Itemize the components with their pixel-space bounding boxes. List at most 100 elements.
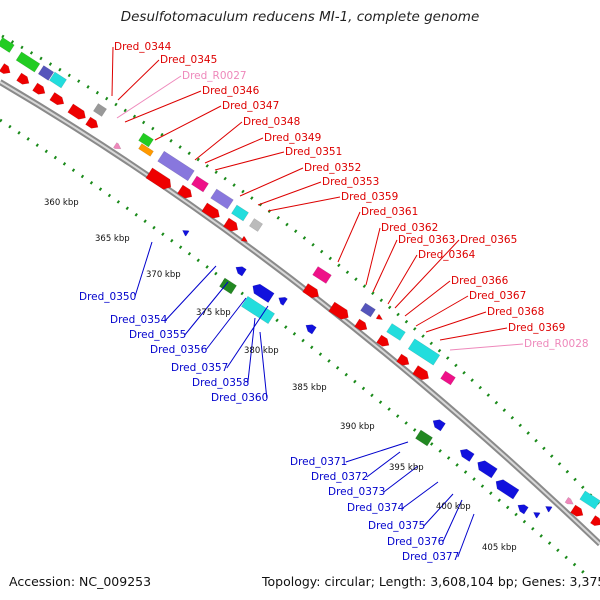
gene-arrow[interactable]: [210, 188, 234, 210]
gene-feature[interactable]: [191, 175, 209, 193]
reverse-gene-label[interactable]: Dred_0374: [347, 502, 405, 514]
gene-arrow[interactable]: [354, 318, 370, 333]
forward-gene-label[interactable]: Dred_0359: [341, 191, 398, 203]
gene-feature[interactable]: [312, 266, 332, 284]
forward-gene-label[interactable]: Dred_0363: [398, 234, 455, 246]
gene-feature[interactable]: [328, 301, 352, 322]
gene-feature[interactable]: [0, 63, 13, 77]
gene-feature[interactable]: [440, 370, 456, 386]
forward-gene-label[interactable]: Dred_0352: [304, 162, 361, 174]
forward-gene-label[interactable]: Dred_0345: [160, 54, 217, 66]
gene-arrow[interactable]: [250, 281, 275, 303]
gene-arrow[interactable]: [302, 283, 322, 300]
gene-arrow[interactable]: [407, 338, 441, 366]
gene-arrow[interactable]: [240, 235, 249, 243]
forward-gene-label[interactable]: Dred_0361: [361, 206, 418, 218]
gene-feature[interactable]: [177, 184, 194, 201]
gene-arrow[interactable]: [145, 167, 174, 192]
gene-feature[interactable]: [49, 71, 67, 89]
forward-gene-label[interactable]: Dred_0368: [487, 306, 544, 318]
gene-arrow[interactable]: [570, 504, 586, 519]
forward-gene-label[interactable]: Dred_0346: [202, 85, 260, 97]
gene-feature[interactable]: [93, 103, 107, 117]
reverse-gene-label[interactable]: Dred_0377: [402, 551, 459, 563]
gene-arrow[interactable]: [219, 277, 237, 295]
gene-arrow[interactable]: [376, 334, 392, 349]
gene-feature[interactable]: [113, 142, 122, 152]
gene-arrow[interactable]: [240, 295, 276, 325]
reverse-gene-label[interactable]: Dred_0375: [368, 520, 425, 532]
reverse-gene-label[interactable]: Dred_0372: [311, 471, 368, 483]
gene-feature[interactable]: [234, 264, 247, 277]
gene-feature[interactable]: [37, 65, 55, 81]
gene-arrow[interactable]: [231, 204, 249, 222]
reverse-gene-label[interactable]: Dred_0376: [387, 536, 445, 548]
gene-arrow[interactable]: [113, 142, 122, 152]
gene-feature[interactable]: [67, 103, 89, 122]
gene-feature[interactable]: [145, 167, 174, 192]
forward-gene-label[interactable]: Dred_0369: [508, 322, 565, 334]
forward-gene-label[interactable]: Dred_0348: [243, 116, 300, 128]
gene-arrow[interactable]: [67, 103, 89, 122]
gene-feature[interactable]: [138, 143, 154, 157]
gene-arrow[interactable]: [138, 132, 154, 148]
forward-gene-label[interactable]: Dred_0353: [322, 176, 379, 188]
gene-arrow[interactable]: [49, 71, 67, 89]
gene-arrow[interactable]: [93, 103, 107, 117]
reverse-gene-label[interactable]: Dred_0371: [290, 456, 347, 468]
gene-arrow[interactable]: [181, 228, 190, 237]
gene-arrow[interactable]: [15, 51, 41, 73]
gene-arrow[interactable]: [138, 143, 154, 157]
gene-arrow[interactable]: [493, 477, 520, 500]
forward-gene-label[interactable]: Dred_0347: [222, 100, 279, 112]
gene-feature[interactable]: [250, 281, 275, 303]
gene-feature[interactable]: [564, 496, 575, 506]
forward-gene-label[interactable]: Dred_0367: [469, 290, 526, 302]
forward-gene-label[interactable]: Dred_0364: [418, 249, 476, 261]
gene-feature[interactable]: [231, 204, 249, 222]
gene-arrow[interactable]: [475, 458, 498, 479]
gene-feature[interactable]: [386, 323, 406, 341]
gene-arrow[interactable]: [375, 313, 384, 321]
reverse-gene-label[interactable]: Dred_0357: [171, 362, 228, 374]
gene-feature[interactable]: [0, 37, 15, 53]
gene-arrow[interactable]: [544, 504, 553, 513]
gene-arrow[interactable]: [276, 294, 288, 306]
gene-arrow[interactable]: [249, 218, 263, 232]
gene-feature[interactable]: [516, 502, 529, 515]
gene-feature[interactable]: [375, 313, 384, 321]
gene-arrow[interactable]: [412, 365, 432, 382]
gene-arrow[interactable]: [386, 323, 406, 341]
gene-feature[interactable]: [240, 235, 249, 243]
gene-feature[interactable]: [590, 515, 600, 529]
gene-feature[interactable]: [475, 458, 498, 479]
gene-feature[interactable]: [276, 294, 288, 306]
gene-arrow[interactable]: [431, 417, 446, 432]
gene-feature[interactable]: [16, 72, 32, 87]
reverse-gene-label[interactable]: Dred_0350: [79, 291, 136, 303]
gene-arrow[interactable]: [37, 65, 55, 81]
gene-feature[interactable]: [181, 228, 190, 237]
gene-arrow[interactable]: [191, 175, 209, 193]
gene-feature[interactable]: [223, 217, 240, 234]
gene-arrow[interactable]: [201, 202, 223, 221]
forward-gene-label[interactable]: Dred_0365: [460, 234, 517, 246]
gene-arrow[interactable]: [304, 322, 317, 335]
gene-feature[interactable]: [407, 338, 441, 366]
reverse-gene-label[interactable]: Dred_0354: [110, 314, 168, 326]
gene-feature[interactable]: [579, 490, 600, 510]
gene-arrow[interactable]: [532, 510, 541, 519]
forward-gene-label[interactable]: Dred_0349: [264, 132, 321, 144]
reverse-gene-label[interactable]: Dred_0355: [129, 329, 186, 341]
gene-feature[interactable]: [219, 277, 237, 295]
forward-gene-label[interactable]: Dred_R0027: [182, 70, 247, 82]
gene-feature[interactable]: [201, 202, 223, 221]
forward-gene-label[interactable]: Dred_0362: [381, 222, 438, 234]
gene-arrow[interactable]: [328, 301, 352, 322]
reverse-gene-label[interactable]: Dred_0358: [192, 377, 249, 389]
gene-feature[interactable]: [302, 283, 322, 300]
gene-arrow[interactable]: [415, 429, 433, 447]
gene-feature[interactable]: [49, 92, 67, 107]
reverse-gene-label[interactable]: Dred_0356: [150, 344, 208, 356]
